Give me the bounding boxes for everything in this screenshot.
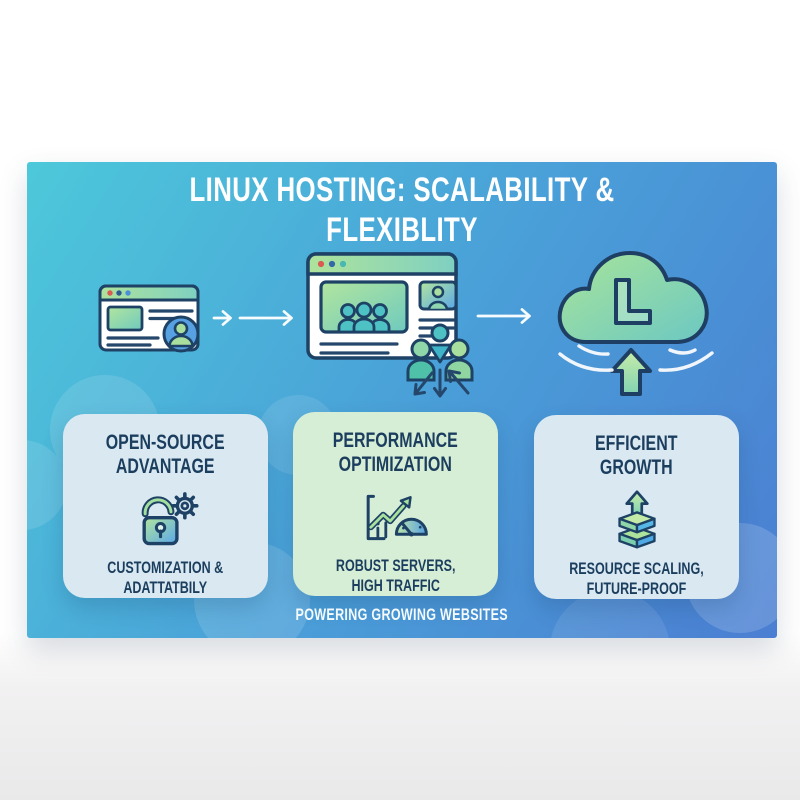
linux-letter-shape — [614, 278, 652, 325]
card-subtitle: CUSTOMIZATION & ADATTATBILY — [107, 558, 224, 597]
short-right-arrow-icon — [212, 310, 232, 326]
upload-arrow-icon — [610, 348, 652, 396]
poster-title-text: LINUX HOSTING: SCALABILITY & FLEXIBLITY — [189, 171, 615, 249]
poster-panel: LINUX HOSTING: SCALABILITY & FLEXIBLITY — [27, 162, 777, 638]
poster-title: LINUX HOSTING: SCALABILITY & FLEXIBLITY — [27, 170, 777, 249]
card-title: OPEN-SOURCE ADVANTAGE — [106, 431, 225, 479]
cloud-shape — [557, 251, 709, 344]
growing-website-audience-icon — [306, 252, 474, 398]
open-padlock-gear-icon — [141, 492, 199, 546]
video-audience-icon — [337, 301, 391, 334]
growth-chart-speedometer-icon — [366, 495, 428, 541]
linux-cloud-scaling-icon: L — [557, 251, 714, 396]
video-call-person-icon — [427, 285, 449, 309]
long-right-arrow-icon — [238, 310, 293, 326]
poster-tagline: POWERING GROWING WEBSITES — [295, 606, 509, 624]
card-performance-optimization: PERFORMANCE OPTIMIZATION ROBUST SERVERS,… — [293, 412, 498, 596]
card-subtitle: ROBUST SERVERS, HIGH TRAFFIC — [335, 556, 456, 595]
chart-axis — [366, 495, 386, 541]
long-right-arrow-icon — [476, 308, 531, 324]
card-open-source-advantage: OPEN-SOURCE ADVANTAGE CUSTOMIZATION & AD… — [63, 414, 268, 598]
card-title: EFFICIENT GROWTH — [595, 432, 678, 480]
converging-arrows-icon — [413, 368, 470, 398]
stack-bottom-layer — [617, 526, 656, 549]
card-efficient-growth: EFFICIENT GROWTH RESOURCE SCALING, FUTUR… — [534, 415, 739, 599]
small-website-icon — [98, 284, 200, 353]
ripple-lines — [558, 344, 714, 372]
stack-top-layer — [617, 511, 656, 534]
user-avatar-icon — [162, 315, 200, 353]
card-subtitle: RESOURCE SCALING, FUTURE-PROOF — [569, 559, 704, 598]
growth-arrowhead — [399, 496, 412, 509]
card-title: PERFORMANCE OPTIMIZATION — [332, 429, 459, 477]
scaling-stack-up-arrow-icon — [617, 490, 656, 549]
up-arrow-icon — [624, 490, 649, 516]
growing-users-group-icon — [406, 323, 474, 382]
